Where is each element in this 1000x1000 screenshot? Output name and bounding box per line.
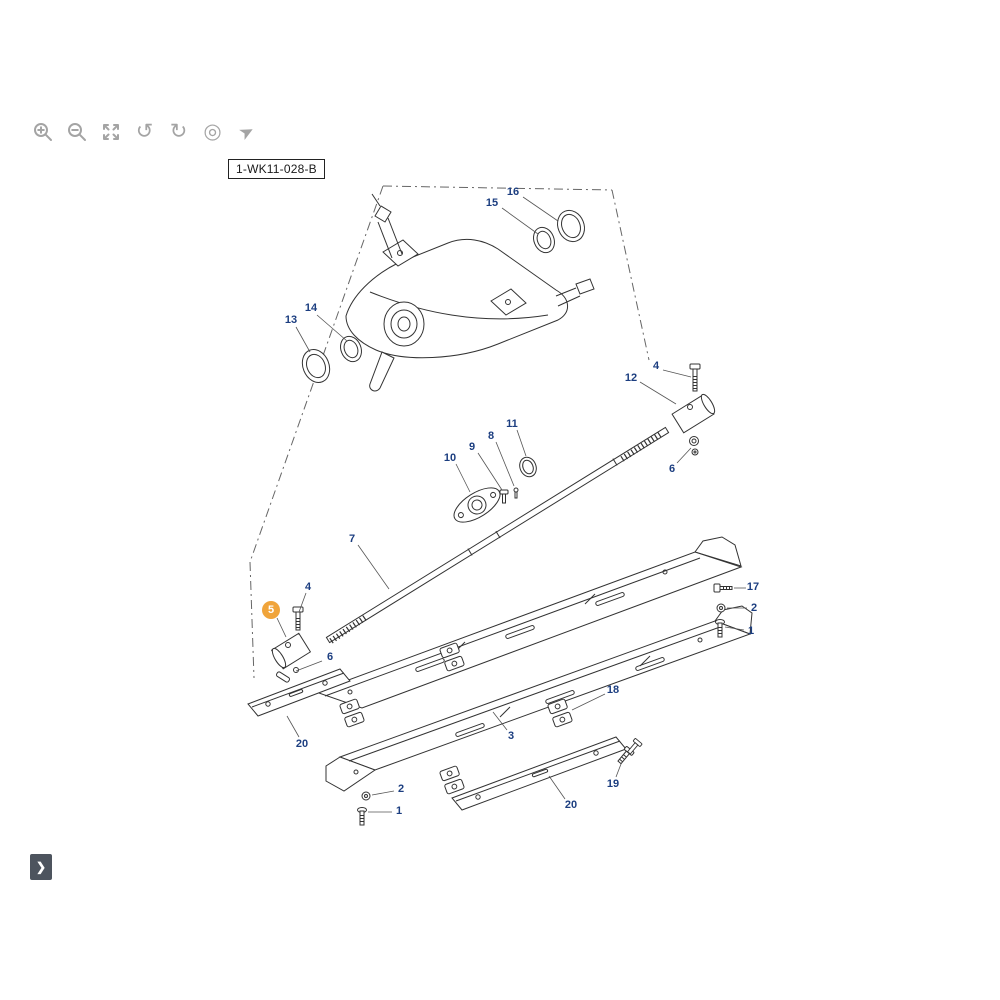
rotate-cw-icon[interactable]: ↻	[166, 119, 191, 144]
leader-line-10	[455, 463, 471, 493]
reference-boundary	[249, 185, 650, 679]
coupler-nut-right	[689, 436, 699, 456]
callout-20[interactable]: 20	[565, 799, 577, 811]
clamp-block-18	[547, 698, 573, 728]
callout-12[interactable]: 12	[625, 372, 637, 384]
coupler-pin-left	[275, 667, 299, 683]
target-icon[interactable]: ◎	[200, 119, 225, 144]
seal-ring-16	[557, 209, 585, 243]
bolt-17	[713, 583, 733, 593]
target-glyph: ◎	[203, 120, 222, 143]
leader-line-4	[662, 369, 692, 378]
small-bolt	[499, 489, 509, 504]
zoom-out-icon[interactable]	[64, 119, 89, 144]
seal-ring-15	[533, 226, 555, 254]
callout-9[interactable]: 9	[469, 441, 475, 453]
screw-1-right	[715, 619, 725, 638]
seal-ring-14	[340, 335, 362, 363]
callout-1[interactable]: 1	[748, 625, 754, 637]
leader-line-19	[615, 763, 622, 778]
washer-2-right	[716, 603, 726, 613]
callout-10[interactable]: 10	[444, 452, 456, 464]
coupler-bolt-left	[292, 606, 304, 631]
rotate-cw-glyph: ↻	[169, 120, 188, 143]
fit-screen-icon[interactable]	[98, 119, 123, 144]
callout-highlight-5[interactable]	[262, 601, 280, 619]
callout-2[interactable]: 2	[751, 602, 757, 614]
next-page-button[interactable]: ❯	[30, 854, 52, 880]
axle-housing	[345, 193, 595, 392]
callout-18[interactable]: 18	[607, 684, 619, 696]
drive-shaft	[325, 426, 670, 644]
leader-line-12	[639, 381, 677, 405]
zoom-in-icon[interactable]	[30, 119, 55, 144]
callout-17[interactable]: 17	[747, 581, 759, 593]
leader-line-14	[316, 314, 348, 342]
callout-1[interactable]: 1	[396, 805, 402, 817]
callout-7[interactable]: 7	[349, 533, 355, 545]
support-rail-lower	[325, 605, 753, 792]
screw-1-bottom	[357, 807, 367, 826]
leader-line-15	[501, 207, 539, 235]
clamp-block	[439, 765, 465, 795]
strap-plate-left	[247, 668, 351, 717]
clamp-block	[439, 642, 465, 672]
leader-line-4	[298, 592, 307, 613]
leader-line-8	[495, 441, 515, 487]
seal-ring-13	[301, 349, 331, 383]
support-rail-upper	[314, 536, 743, 709]
callout-19[interactable]: 19	[607, 778, 619, 790]
bearing-ring	[519, 456, 537, 478]
callout-11[interactable]: 11	[506, 418, 518, 430]
callout-5[interactable]: 5	[268, 604, 274, 616]
callout-6[interactable]: 6	[327, 651, 333, 663]
coupler-left	[270, 632, 312, 670]
leader-line-18	[571, 693, 606, 711]
rotate-ccw-glyph: ↺	[135, 120, 154, 143]
coupler-bolt-right	[689, 363, 701, 392]
callout-14[interactable]: 14	[305, 302, 318, 314]
leader-line-6	[295, 660, 323, 672]
callout-4[interactable]: 4	[305, 581, 312, 593]
leader-line-11	[516, 429, 527, 457]
clamp-block	[339, 698, 365, 728]
leader-line-20	[286, 715, 300, 738]
callout-8[interactable]: 8	[488, 430, 494, 442]
leader-line-16	[522, 196, 559, 222]
leader-line-20	[548, 775, 566, 800]
sheet-reference-label[interactable]: 1-WK11-028-B	[228, 159, 325, 179]
leader-line-9	[477, 452, 503, 491]
leader-line-6	[676, 447, 692, 464]
callout-6[interactable]: 6	[669, 463, 675, 475]
coupler-right	[671, 393, 716, 434]
callout-15[interactable]: 15	[486, 197, 498, 209]
callout-2[interactable]: 2	[398, 783, 404, 795]
callout-20[interactable]: 20	[296, 738, 308, 750]
callout-3[interactable]: 3	[508, 730, 514, 742]
viewer-toolbar: ↺ ↻ ◎ ➤	[30, 119, 259, 144]
washer-2-bottom	[361, 791, 371, 801]
leader-line-2	[371, 790, 395, 796]
screw-19	[626, 738, 643, 755]
grease-fitting	[513, 487, 519, 499]
callout-4[interactable]: 4	[653, 360, 660, 372]
callout-16[interactable]: 16	[507, 186, 519, 198]
leader-line-3	[492, 711, 508, 731]
flange-bearing	[453, 487, 501, 523]
leader-line-13	[295, 326, 311, 353]
leader-line-1	[724, 626, 745, 631]
callout-13[interactable]: 13	[285, 314, 297, 326]
next-page-chevron-icon: ❯	[35, 860, 47, 874]
leader-line-7	[357, 544, 390, 590]
leader-line-5	[276, 617, 287, 638]
rotate-ccw-icon[interactable]: ↺	[132, 119, 157, 144]
